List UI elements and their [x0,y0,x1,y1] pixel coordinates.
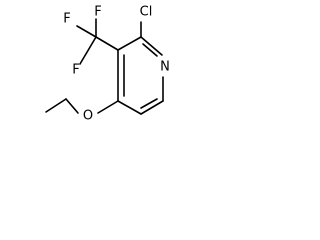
bond-c3-cf3 [95,36,119,51]
nitrogen-atom-label: N [160,60,170,75]
fluorine-atom-label-top: F [94,5,101,20]
bond-c2-n [140,36,163,56]
bond-cf3-f-left [76,25,97,38]
fluorine-atom-label-left: F [63,12,70,27]
double-bond-c6-c5-inner [140,98,158,109]
bond-c5-c4 [117,100,142,115]
chlorine-atom-label: Cl [140,5,153,20]
bond-o-ch2 [65,98,79,114]
bond-c3-c2 [117,36,142,51]
bond-cf3-f-lower [79,36,97,65]
double-bond-c2-n-inner [142,43,158,57]
bond-c4-o [97,100,119,114]
oxygen-atom-label: O [83,109,93,124]
bond-c6-c5 [140,100,164,115]
bond-ch2-ch3 [45,98,67,113]
structure-canvas: Cl N O F F F [0,0,185,137]
molecule-diagram: Cl N O F F F [45,5,170,124]
fluorine-atom-label-lower: F [72,63,79,78]
pyridine-ring [117,36,164,115]
